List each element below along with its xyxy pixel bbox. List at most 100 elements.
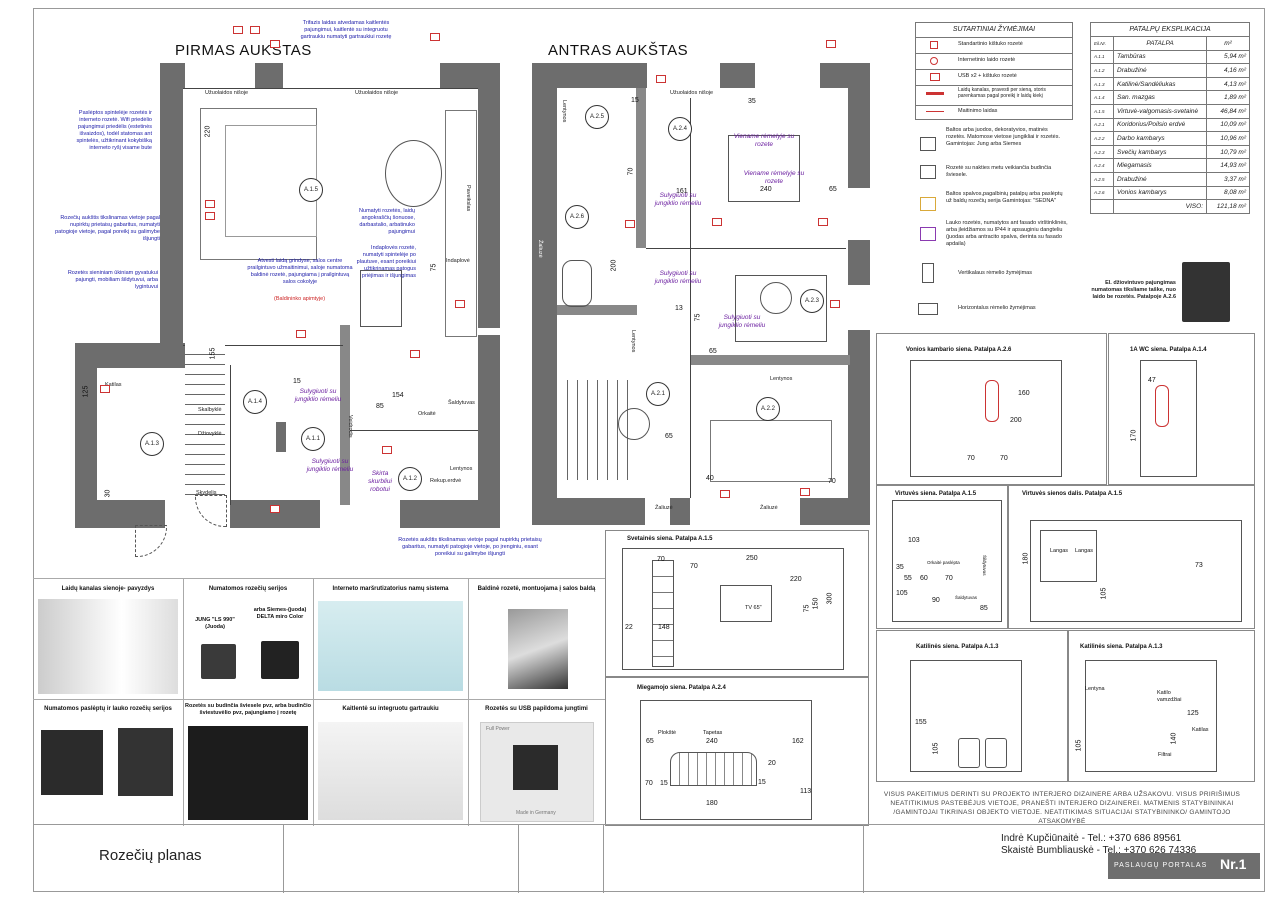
legend-text: Maitinimo laidas [958,108,998,114]
usb-socket-icon [930,73,940,81]
cell: A.2.6 [1090,185,1114,201]
panel-title: Miegamojo siena. Patalpa A.2.4 [637,685,726,691]
wall [800,498,848,525]
wall [160,88,183,368]
kitchen-part-wall [1030,520,1242,622]
dimension: 240 [760,186,772,193]
dimension: 70 [828,478,836,485]
legend-text: Standartinio kištuko rozetė [958,41,1023,47]
cell: San. mazgas [1113,90,1207,105]
socket-box-icon [920,227,936,241]
example-photo [318,601,463,691]
dimension: 70 [645,780,653,787]
cell: 10,79 m² [1206,144,1250,160]
cell: 121,18 m² [1206,199,1250,214]
legend-wide-text: Rozetė su nakties metu veikiančia budinč… [946,165,1052,178]
cell: Koridorius/Poilsio erdvė [1113,117,1207,133]
room-label: A.2.2 [756,397,780,421]
bed [728,135,800,202]
example-photo [318,722,463,820]
elev-label: TV 65" [745,605,762,611]
socket-icon [455,300,465,308]
dimension: 90 [932,597,940,604]
note-floor-cable: Atvesti laidą grindyse, salos centre pra… [247,258,353,285]
example-cell: Numatomos rozečių serijos JUNG "LS 990" … [183,579,314,699]
socket-icon [205,212,215,220]
room-label: A.1.2 [398,467,422,491]
example-title: Rozetės su USB papildoma jungtimi [485,706,588,712]
guest-bed [735,275,827,342]
disclaimer: VISUS PAKEITIMUS DERINTI SU PROJEKTO INT… [883,791,1241,825]
stairs [185,345,225,495]
socket-icon [720,490,730,498]
dimension: 154 [392,392,404,399]
dimension: 103 [908,537,920,544]
legend-title: SUTARTINIAI ŽYMĖJIMAI [915,22,1073,38]
dimension: 75 [803,604,811,613]
socket-icon [270,40,280,48]
room-label: A.2.6 [565,205,589,229]
example-title: Numatomos paslėptų ir lauko rozečių seri… [44,706,172,712]
legend-wide-text: Horizontalus rėmelio žymėjimas [958,305,1036,311]
room-label: A.2.3 [800,289,824,313]
dryer [985,738,1007,768]
panel-title: Virtuvės siena. Patalpa A.1.5 [895,491,977,497]
dimension: 15 [758,779,766,786]
wall [230,500,320,528]
dimension: 160 [1018,390,1030,397]
dimension: 70 [1000,455,1008,462]
room-label: A.2.4 [668,117,692,141]
dimension: 140 [1170,732,1178,745]
dimension: 70 [967,455,975,462]
dimension: 65 [665,433,673,440]
dimension: 70 [657,556,665,563]
elev-label: Orkaitė paslėpta [927,560,960,565]
wall [340,325,350,505]
internet-socket-icon [930,57,938,65]
note-wall-niche: Rozetės sieniniam ūkiniam gyvatukui paju… [67,270,158,290]
room-label: A.1.3 [140,432,164,456]
power-cable-icon [926,111,944,112]
dimension: 200 [610,259,618,272]
mirror [985,380,999,422]
plan-label: Žaliuzė [537,240,543,258]
note-island-socket: Indaplovės rozetė, numatyti spintelėje p… [356,245,416,279]
note-bottom: Rozetės aukštis tikslinamas vietoje paga… [398,537,542,557]
panel-boiler2 [1068,630,1255,782]
legend-text: Laidų kanalas, pravesti per sieną, stori… [958,87,1046,99]
plan-label: Lentynos [770,376,793,382]
watermark-no: Nr.1 [1220,856,1247,872]
socket-icon [233,26,243,34]
legend: SUTARTINIAI ŽYMĖJIMAI Standartinio kištu… [915,22,1073,122]
example-cell: Rozetės su budinčia šviesele pvz, arba b… [183,699,314,826]
cell: 1,89 m² [1206,90,1250,105]
contact-line: Skaistė Bumbliauskė - Tel.: +370 626 743… [1001,845,1197,856]
panel-title: Svetainės siena. Patalpa A.1.5 [627,536,713,542]
dimension: 105 [1100,587,1108,600]
dimension: 65 [646,738,654,745]
round-table [760,282,792,314]
dimension: 200 [1010,417,1022,424]
dimension: 75 [694,313,702,322]
dimension: 300 [826,592,834,605]
note-sync: Sulygiuoti su jungiklio rėmeliu [654,192,702,207]
second-floor-plan: ANTRAS AUKŠTAS A.2.5 A.2.4 A.2.6 A.2.3 A… [0,0,880,560]
example-photo [38,599,178,694]
interior-line [183,88,478,89]
wall [255,63,283,88]
legend-row: USB x2 + kištuko rozetė [915,69,1073,86]
socket-icon [826,40,836,48]
cell: A.2.1 [1090,117,1114,133]
note-one-frame: Viename rėmelyje su rozete [733,133,795,148]
panel-title: Katilinės siena. Patalpa A.1.3 [1080,644,1163,650]
cell: A.2.4 [1090,158,1114,173]
panel-title: Vonios kambario siena. Patalpa A.2.6 [906,347,1012,353]
wall [478,335,500,505]
washer [958,738,980,768]
interior-line [350,430,478,431]
wall [532,63,557,525]
dimension: 85 [980,605,988,612]
